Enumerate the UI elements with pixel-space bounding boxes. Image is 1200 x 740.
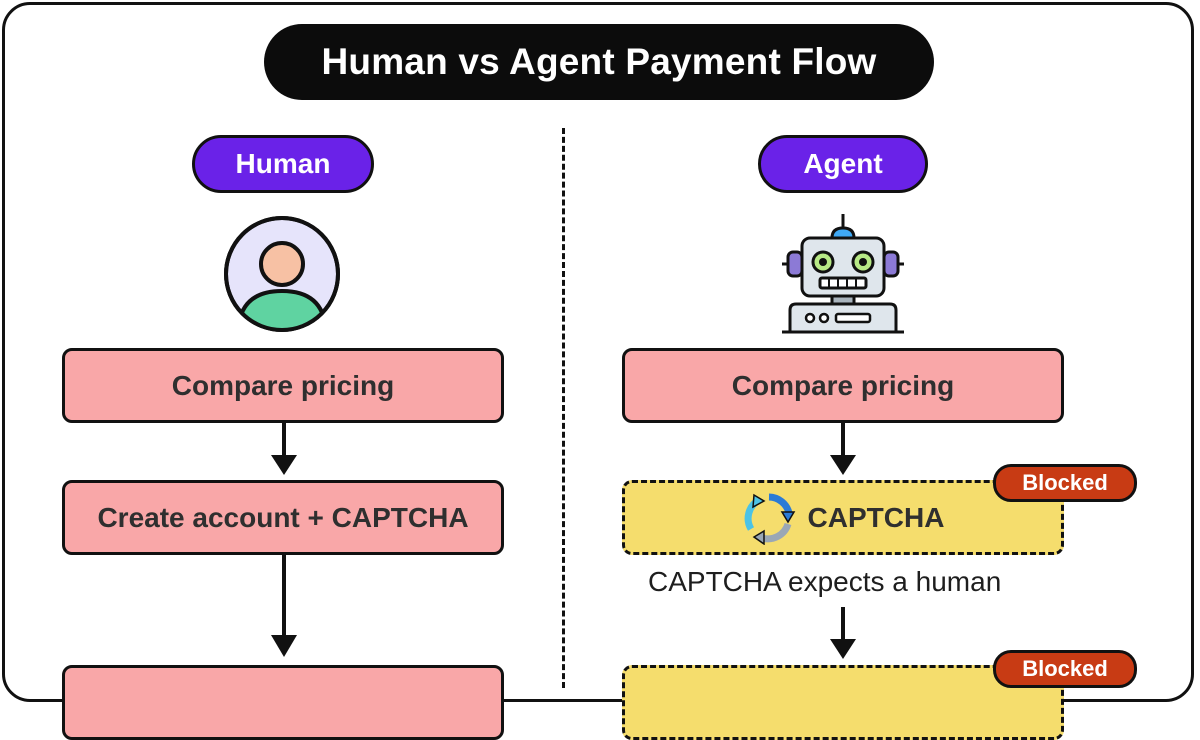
agent-label: Agent — [758, 135, 928, 193]
robot-icon — [782, 214, 904, 334]
agent-arrow-2 — [830, 607, 856, 659]
blocked-badge-2: Blocked — [993, 650, 1137, 688]
human-step-compare-pricing: Compare pricing — [62, 348, 504, 423]
human-arrow-1 — [271, 423, 297, 475]
column-divider — [562, 128, 565, 688]
diagram-title: Human vs Agent Payment Flow — [264, 24, 934, 100]
human-label: Human — [192, 135, 374, 193]
human-step-create-account: Create account + CAPTCHA — [62, 480, 504, 555]
human-step-3 — [62, 665, 504, 740]
person-avatar-icon — [224, 216, 340, 332]
agent-step-captcha: CAPTCHA — [622, 480, 1064, 555]
captcha-label: CAPTCHA — [807, 501, 945, 533]
captcha-note: CAPTCHA expects a human — [648, 566, 1002, 597]
human-arrow-2 — [271, 555, 297, 657]
agent-step-compare-pricing: Compare pricing — [622, 348, 1064, 423]
blocked-badge: Blocked — [993, 464, 1137, 502]
captcha-recycle-icon — [744, 493, 795, 545]
agent-arrow-1 — [830, 423, 856, 475]
